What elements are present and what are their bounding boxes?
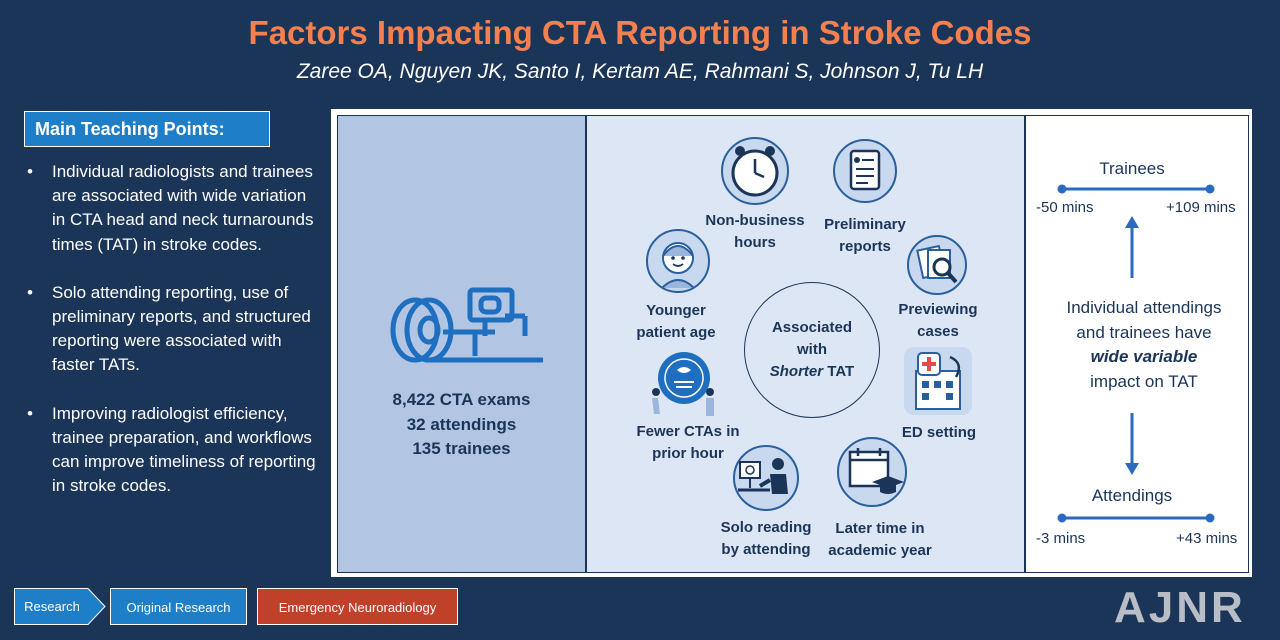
attending-count: 32 attendings [406,414,517,434]
teaching-point: Improving radiologist efficiency, traine… [24,402,324,499]
factor-preliminary-reports: Preliminary reports [824,216,906,255]
radiologist-workstation-icon [733,445,799,511]
study-stats: 8,422 CTA exams 32 attendings 135 traine… [337,388,586,462]
factor-younger-patient-age: Younger patient age [636,302,716,341]
teaching-point: Individual radiologists and trainees are… [24,160,324,257]
shorter-emphasis: Shorter [769,363,824,380]
tag-emergency-neuroradiology[interactable]: Emergency Neuroradiology [257,588,458,625]
study-population-column [337,115,586,573]
attendings-range-bar [1057,513,1215,523]
research-tag-shape [14,588,106,625]
teaching-points-heading: Main Teaching Points: [24,111,270,147]
trainees-max: +109 mins [1166,199,1236,216]
down-arrow-icon [1125,413,1139,475]
associated-shorter-tat-circle: Associated with Shorter TAT [744,282,880,418]
trainee-count: 135 trainees [412,439,511,458]
stroke-code-icon [652,352,714,416]
ct-scanner-icon [390,287,543,363]
factor-previewing-cases: Previewing cases [898,301,978,340]
wide-variable-emphasis: wide variable [1090,347,1198,366]
factor-ed-setting: ED setting [901,424,977,441]
variation-statement: Individual attendings and trainees have … [1066,298,1222,391]
child-face-icon [646,229,710,293]
factor-fewer-ctas: Fewer CTAs in prior hour [636,423,740,462]
trainees-range-bar [1057,184,1215,194]
author-list: Zaree OA, Nguyen JK, Santo I, Kertam AE,… [296,60,984,83]
hospital-icon [904,347,972,415]
journal-logo: AJNR [1114,583,1246,632]
tag-research[interactable]: Research [24,599,80,614]
alarm-clock-icon [721,137,789,205]
teaching-points-list: Individual radiologists and trainees are… [24,160,324,522]
teaching-point: Solo attending reporting, use of prelimi… [24,281,324,378]
trainees-label: Trainees [1099,159,1165,178]
tag-original-research[interactable]: Original Research [110,588,247,625]
trainees-min: -50 mins [1036,199,1094,216]
attendings-label: Attendings [1091,486,1173,505]
magnifier-documents-icon [907,235,967,295]
clipboard-report-icon [833,139,897,203]
attendings-max: +43 mins [1176,530,1238,547]
factor-non-business-hours: Non-business hours [705,212,805,251]
factor-later-academic-year: Later time in academic year [828,520,932,559]
up-arrow-icon [1125,216,1139,278]
factor-solo-reading: Solo reading by attending [720,519,812,558]
exam-count: 8,422 CTA exams [392,390,531,409]
attendings-min: -3 mins [1036,530,1086,547]
infographic-title: Factors Impacting CTA Reporting in Strok… [248,14,1032,51]
calendar-graduation-icon [837,437,907,507]
